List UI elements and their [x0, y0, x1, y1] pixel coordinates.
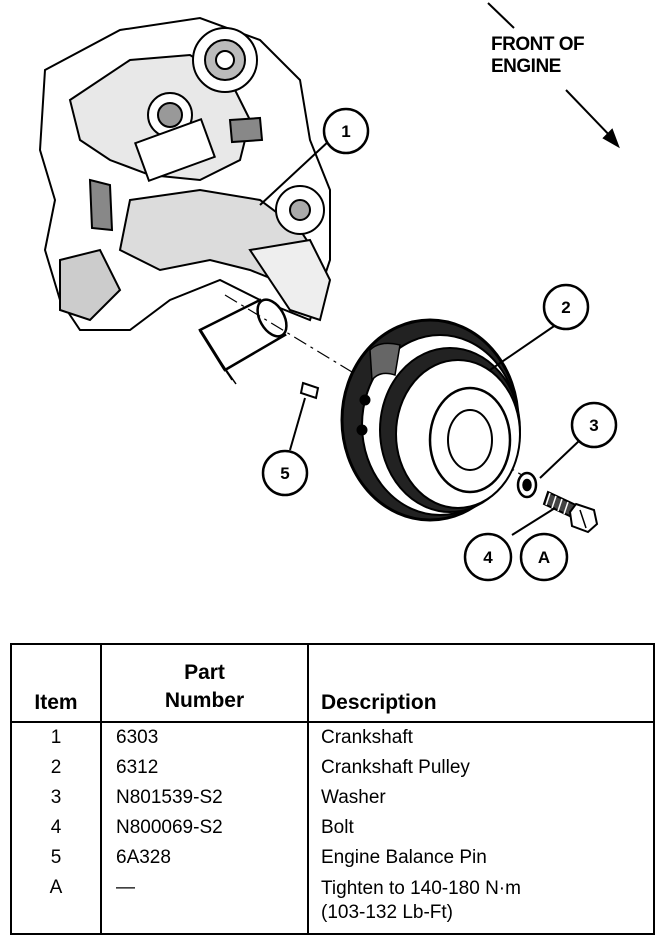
part-number-cell: N801539-S2 [100, 783, 309, 813]
oil-filter [198, 298, 288, 385]
table-row: 1 6303 Crankshaft [10, 722, 655, 753]
description-column-header: Description [307, 644, 655, 723]
table-row: 5 6A328 Engine Balance Pin [10, 843, 655, 873]
part-number-cell: 6312 [100, 753, 309, 783]
part-number-cell: N800069-S2 [100, 813, 309, 843]
callout-2-leader [489, 321, 561, 371]
description-cell: Crankshaft [307, 722, 655, 753]
bolt [542, 490, 599, 534]
item-column-header: Item [10, 644, 102, 723]
part-number-column-header: Part Number [100, 644, 309, 723]
description-cell: Tighten to 140-180 N·m (103-132 Lb-Ft) [307, 873, 655, 934]
parts-table: Item Part Number Description 1 6303 Cran… [10, 643, 655, 935]
part-number-cell: 6303 [100, 722, 309, 753]
item-cell: 3 [10, 783, 102, 813]
item-cell: 2 [10, 753, 102, 783]
parts-table-body: 1 6303 Crankshaft 2 6312 Crankshaft Pull… [10, 722, 655, 934]
washer [516, 471, 538, 499]
description-cell: Bolt [307, 813, 655, 843]
callout-3-label: 3 [589, 416, 598, 435]
description-cell: Crankshaft Pulley [307, 753, 655, 783]
callout-4-label: 4 [483, 548, 493, 567]
front-of-engine-label-line1: FRONT OF [491, 34, 585, 55]
callout-A-label: A [538, 548, 550, 567]
parts-table-header: Item Part Number Description [10, 644, 655, 723]
callout-5-leader [289, 397, 306, 451]
callout-5: 5 [261, 449, 309, 497]
engine-block [38, 16, 332, 331]
callout-A: A [519, 532, 569, 582]
torque-spec-line1: Tighten to 140-180 N·m [321, 878, 521, 899]
description-cell: Engine Balance Pin [307, 843, 655, 873]
item-cell: 4 [10, 813, 102, 843]
item-cell: A [10, 873, 102, 934]
callout-4: 4 [463, 532, 513, 582]
part-number-cell: 6A328 [100, 843, 309, 873]
parts-table-header-row: Item Part Number Description [10, 644, 655, 723]
callout-2-label: 2 [561, 298, 570, 317]
callout-layer: 1 2 3 4 A 5 [259, 107, 618, 582]
description-cell: Washer [307, 783, 655, 813]
callout-3-leader [539, 439, 581, 479]
item-cell: 5 [10, 843, 102, 873]
torque-spec-line2: (103-132 Lb-Ft) [321, 902, 454, 923]
table-row: 4 N800069-S2 Bolt [10, 813, 655, 843]
crankshaft-pulley [340, 318, 521, 522]
callout-1-label: 1 [341, 122, 350, 141]
engine-balance-pin [299, 381, 320, 400]
table-row: 3 N801539-S2 Washer [10, 783, 655, 813]
front-of-engine-arrow [487, 2, 620, 149]
part-number-header-line1: Part [184, 661, 225, 684]
part-number-header-line2: Number [164, 689, 245, 712]
engine-illustration [38, 2, 620, 534]
front-of-engine-label-line2: ENGINE [491, 56, 561, 77]
callout-5-label: 5 [280, 464, 289, 483]
callout-3: 3 [570, 401, 618, 449]
exploded-assembly-diagram: FRONT OF ENGINE 1 2 3 4 [38, 2, 620, 582]
item-cell: 1 [10, 722, 102, 753]
front-of-engine-label: FRONT OF ENGINE [491, 34, 585, 78]
callout-1: 1 [322, 107, 370, 155]
callout-4-leader [511, 507, 556, 536]
table-row: A — Tighten to 140-180 N·m (103-132 Lb-F… [10, 873, 655, 934]
part-number-cell: — [100, 873, 309, 934]
table-row: 2 6312 Crankshaft Pulley [10, 753, 655, 783]
callout-1-leader [259, 139, 331, 206]
callout-2: 2 [542, 283, 590, 331]
